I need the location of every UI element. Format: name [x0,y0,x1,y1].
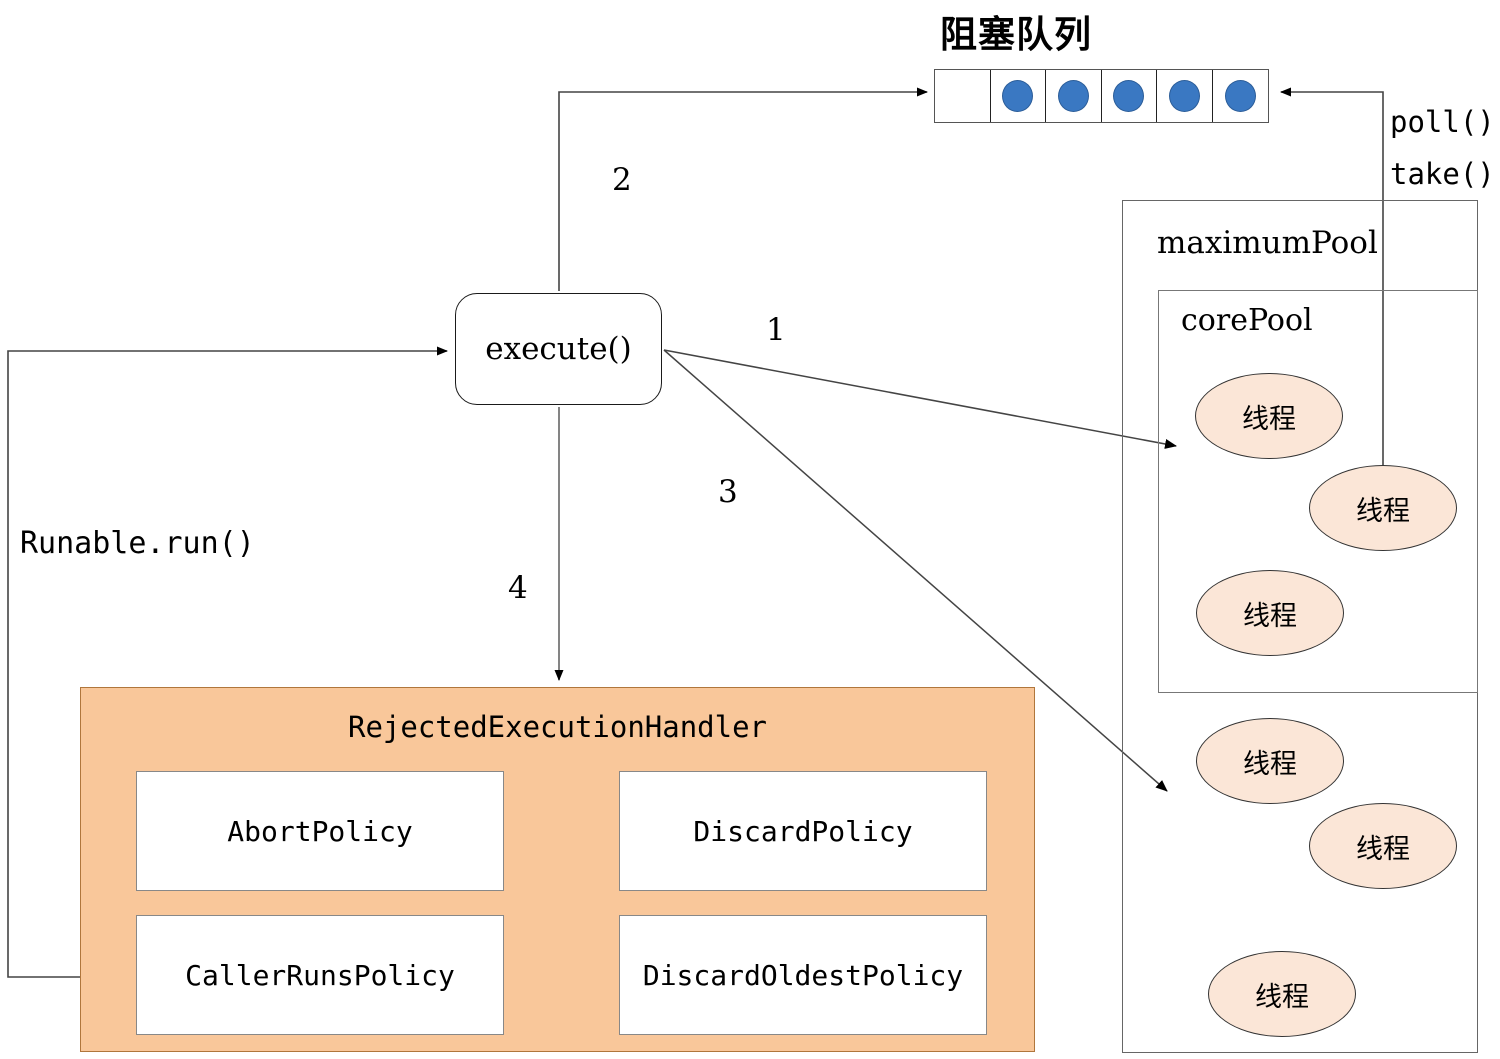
policy-discard-oldest-policy[interactable]: DiscardOldestPolicy [619,915,987,1035]
task-dot-icon [1224,80,1256,112]
policy-caller-runs-policy[interactable]: CallerRunsPolicy [136,915,504,1035]
edge-label-step-1: 1 [766,312,786,348]
queue-cell-task [1157,70,1213,122]
thread-ellipse-max-3: 线程 [1208,951,1356,1037]
task-dot-icon [1057,80,1089,112]
maximum-pool-label: maximumPool [1157,225,1378,261]
queue-cell-task [1046,70,1102,122]
queue-cell-task [1101,70,1157,122]
task-dot-icon [1168,80,1200,112]
task-dot-icon [1113,80,1145,112]
queue-cell-task [990,70,1046,122]
queue-cell-task [1212,70,1268,122]
edge-label-poll: poll() [1390,105,1495,139]
thread-ellipse-max-1: 线程 [1196,718,1344,804]
execute-node: execute() [455,293,662,405]
policy-abort-policy[interactable]: AbortPolicy [136,771,504,891]
rejected-execution-handler-panel: RejectedExecutionHandler AbortPolicy Dis… [80,687,1035,1052]
edge-label-runable-run: Runable.run() [20,526,255,561]
thread-ellipse-max-2: 线程 [1309,803,1457,889]
edge-label-step-4: 4 [508,570,528,606]
queue-cell-empty [935,70,991,122]
rejected-handler-title: RejectedExecutionHandler [347,710,768,744]
task-dot-icon [1002,80,1034,112]
thread-ellipse-core-2: 线程 [1309,465,1457,551]
blocking-queue [934,69,1269,123]
edge-label-step-2: 2 [612,162,632,198]
thread-ellipse-core-3: 线程 [1196,570,1344,656]
blocking-queue-title: 阻塞队列 [940,13,1092,56]
edge-label-take: take() [1390,157,1495,191]
core-pool-label: corePool [1181,303,1313,338]
thread-ellipse-core-1: 线程 [1195,373,1343,459]
edge-step-1 [663,349,1177,449]
edge-label-step-3: 3 [718,474,738,510]
policy-discard-policy[interactable]: DiscardPolicy [619,771,987,891]
core-pool-container [1158,290,1478,693]
